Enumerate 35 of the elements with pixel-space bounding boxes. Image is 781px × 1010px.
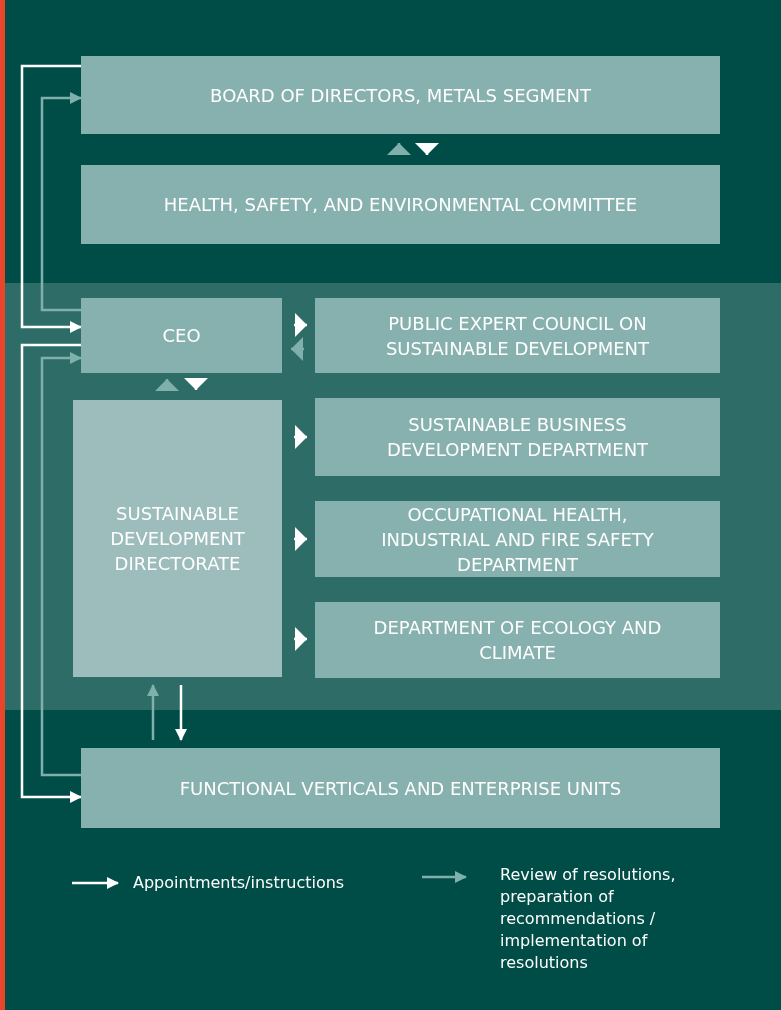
unit-label: HEALTH, SAFETY, AND ENVIRONMENTAL COMMITTEE xyxy=(163,193,638,217)
triangle-arrow xyxy=(294,425,307,449)
unit-label: SUSTAINABLE BUSINESS DEVELOPMENT DEPARTMENT xyxy=(385,413,650,462)
unit-label: CEO xyxy=(162,324,201,348)
unit-label: BOARD OF DIRECTORS, METALS SEGMENT xyxy=(210,83,591,108)
triangle-arrow xyxy=(415,143,439,155)
legend-text: Review of resolutions, preparation of recommendations / implementation of resolutions xyxy=(500,864,677,974)
org-unit-box xyxy=(81,748,720,828)
triangle-arrow xyxy=(294,627,307,651)
arrow xyxy=(175,685,187,741)
org-unit-box xyxy=(81,56,720,134)
org-unit-box xyxy=(315,602,720,678)
triangle-arrow xyxy=(291,337,304,361)
unit-label: SUSTAINABLE DEVELOPMENT DIRECTORATE xyxy=(110,502,245,576)
arrow xyxy=(147,684,159,740)
triangle-arrow xyxy=(387,143,411,155)
unit-label: DEPARTMENT OF ECOLOGY AND CLIMATE xyxy=(372,616,663,665)
triangle-arrow xyxy=(184,378,208,390)
unit-label: FUNCTIONAL VERTICALS AND ENTERPRISE UNITS xyxy=(179,776,622,801)
arrow xyxy=(20,343,82,803)
org-unit-box xyxy=(81,298,282,373)
unit-label: PUBLIC EXPERT COUNCIL ON SUSTAINABLE DEVELOPMENT xyxy=(384,311,651,361)
org-unit-box xyxy=(315,398,720,476)
unit-label: OCCUPATIONAL HEALTH, INDUSTRIAL AND FIRE SAFETY DEPARTMENT xyxy=(380,502,655,577)
triangle-arrow xyxy=(294,313,307,337)
arrow xyxy=(40,92,82,312)
org-unit-box xyxy=(81,165,720,244)
triangle-arrow xyxy=(294,527,307,551)
triangle-arrow xyxy=(155,379,179,391)
arrow xyxy=(40,352,82,777)
org-unit-box xyxy=(315,501,720,577)
org-unit-box xyxy=(73,400,282,677)
org-unit-box xyxy=(315,298,720,373)
arrow xyxy=(20,64,82,333)
legend-text: Appointments/instructions xyxy=(133,872,346,894)
